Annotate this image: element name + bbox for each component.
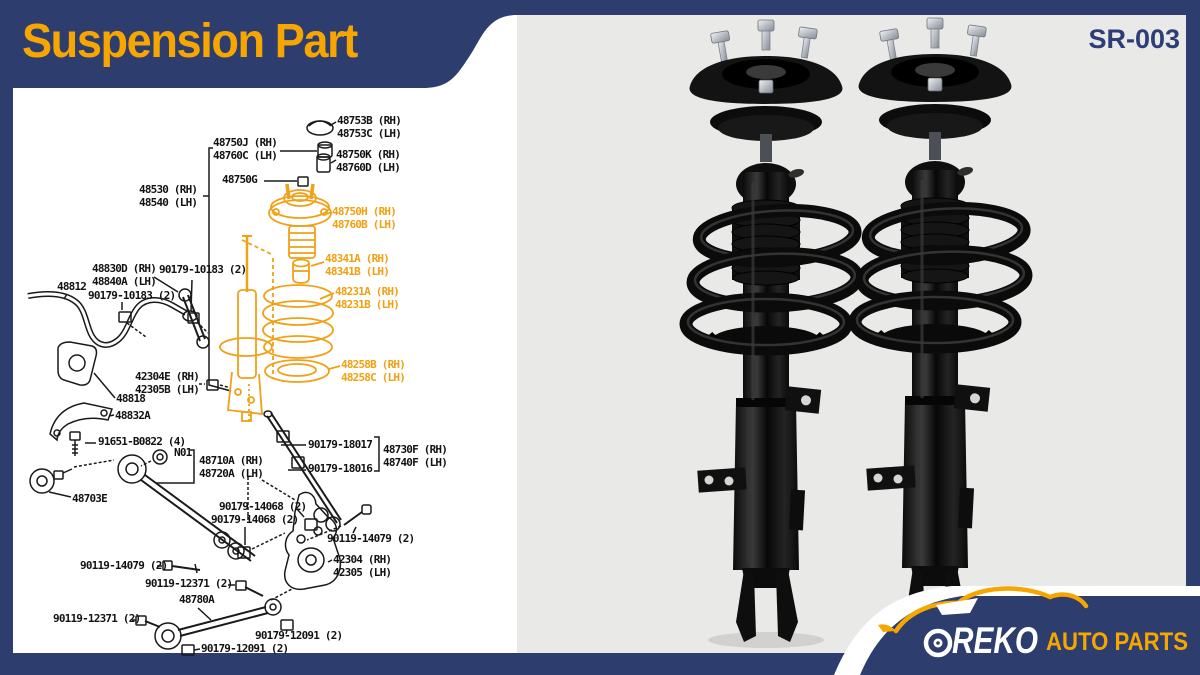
part-label-48753: 48753B (RH) 48753C (LH) bbox=[337, 114, 402, 140]
wheel-icon bbox=[923, 628, 953, 658]
brand-name: REKO bbox=[952, 620, 1038, 661]
part-label-48530: 48530 (RH) 48540 (LH) bbox=[139, 183, 198, 209]
part-label-48750H: 48750H (RH) 48760B (LH) bbox=[332, 205, 397, 231]
part-label-48750J: 48750J (RH) 48760C (LH) bbox=[213, 136, 278, 162]
title-banner bbox=[0, 0, 517, 88]
part-label-90119-12371-b: 90119-12371 (2) bbox=[53, 612, 141, 625]
part-label-90179-12091-a: 90179-12091 (2) bbox=[255, 629, 343, 642]
part-label-90179-14068-b: 90179-14068 (2) bbox=[211, 513, 299, 526]
part-label-48750K: 48750K (RH) 48760D (LH) bbox=[336, 148, 401, 174]
part-label-91651-B0822: 91651-B0822 (4) bbox=[98, 435, 186, 448]
part-label-48830D: 48830D (RH) 48840A (LH) bbox=[92, 262, 157, 288]
part-label-48231: 48231A (RH) 48231B (LH) bbox=[335, 285, 400, 311]
car-swoosh-icon bbox=[878, 586, 1089, 634]
brand-tagline: AUTO PARTS bbox=[1046, 628, 1188, 656]
part-label-90119-14079-l: 90119-14079 (2) bbox=[80, 559, 168, 572]
part-label-90179-10183-a: 90179-10183 (2) bbox=[159, 263, 247, 276]
part-label-48730F: 48730F (RH) 48740F (LH) bbox=[383, 443, 448, 469]
part-label-90179-10183-b: 90179-10183 (2) bbox=[88, 289, 176, 302]
part-label-48832A: 48832A bbox=[115, 409, 151, 422]
part-label-42304: 42304 (RH) 42305 (LH) bbox=[333, 553, 392, 579]
part-label-90179-12091-b: 90179-12091 (2) bbox=[201, 642, 289, 655]
part-label-90179-18017: 90179-18017 bbox=[308, 438, 373, 451]
logo-r-flag bbox=[936, 598, 978, 615]
part-label-48780A: 48780A bbox=[179, 593, 215, 606]
part-label-48710A: 48710A (RH) 48720A (LH) bbox=[199, 454, 264, 480]
part-label-90179-14068-a: 90179-14068 (2) bbox=[219, 500, 307, 513]
part-label-90119-12371-a: 90119-12371 (2) bbox=[145, 577, 233, 590]
part-label-48703E: 48703E bbox=[72, 492, 108, 505]
part-label-48812: 48812 bbox=[57, 280, 87, 293]
part-label-90179-18016: 90179-18016 bbox=[308, 462, 373, 475]
brand-corner: REKO AUTO PARTS bbox=[834, 586, 1200, 675]
part-label-48818: 48818 bbox=[116, 392, 146, 405]
part-label-42304E: 42304E (RH) 42305B (LH) bbox=[135, 370, 200, 396]
part-label-48750G: 48750G bbox=[222, 173, 258, 186]
part-label-48341: 48341A (RH) 48341B (LH) bbox=[325, 252, 390, 278]
page-title: Suspension Part bbox=[22, 15, 358, 68]
sku-code: SR-003 bbox=[1088, 24, 1180, 54]
part-label-90119-14079-r: 90119-14079 (2) bbox=[327, 532, 415, 545]
part-label-N01: N01 bbox=[174, 446, 192, 459]
part-label-48258: 48258B (RH) 48258C (LH) bbox=[341, 358, 406, 384]
